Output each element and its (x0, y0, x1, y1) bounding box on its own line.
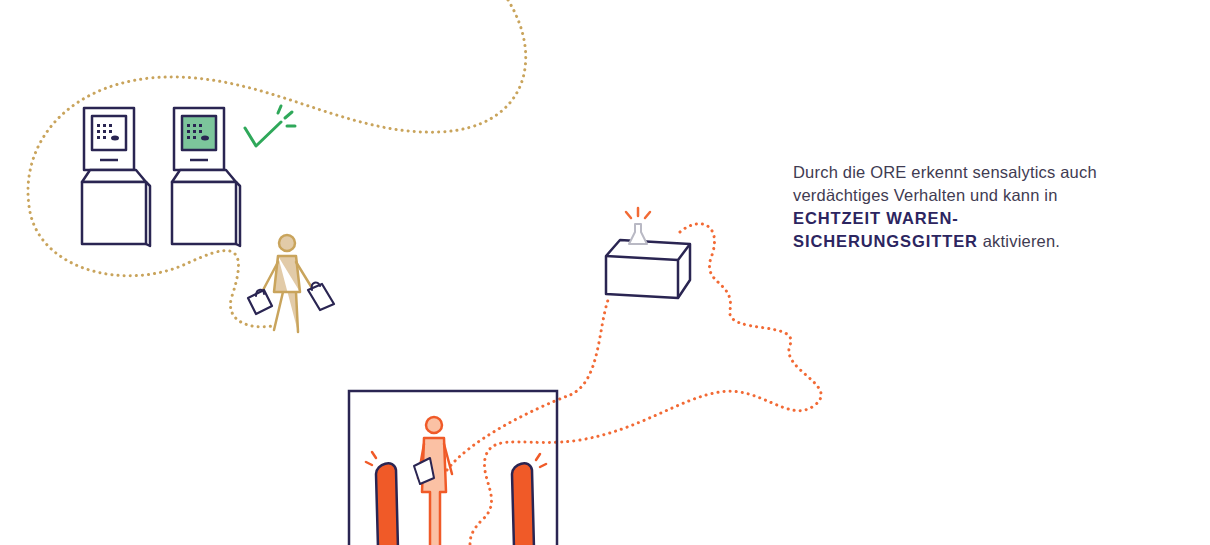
security-gate (366, 452, 546, 545)
shopper-figure (248, 235, 334, 332)
highlight-text: ECHTZEIT WAREN-SICHERUNGSGITTER (793, 209, 978, 250)
exit-area (349, 391, 557, 545)
alarm-route (447, 300, 608, 470)
self-checkout-kiosk (82, 108, 150, 246)
sensor-unit (606, 208, 690, 298)
body-text: aktivieren. (983, 232, 1060, 250)
description-text: Durch die ORE erkennt sensalytics auch v… (793, 161, 1131, 253)
self-checkout-kiosk (172, 108, 240, 246)
suspect-figure (414, 417, 452, 545)
body-text: Durch die ORE erkennt sensalytics auch v… (793, 163, 1097, 204)
success-check (245, 106, 295, 146)
